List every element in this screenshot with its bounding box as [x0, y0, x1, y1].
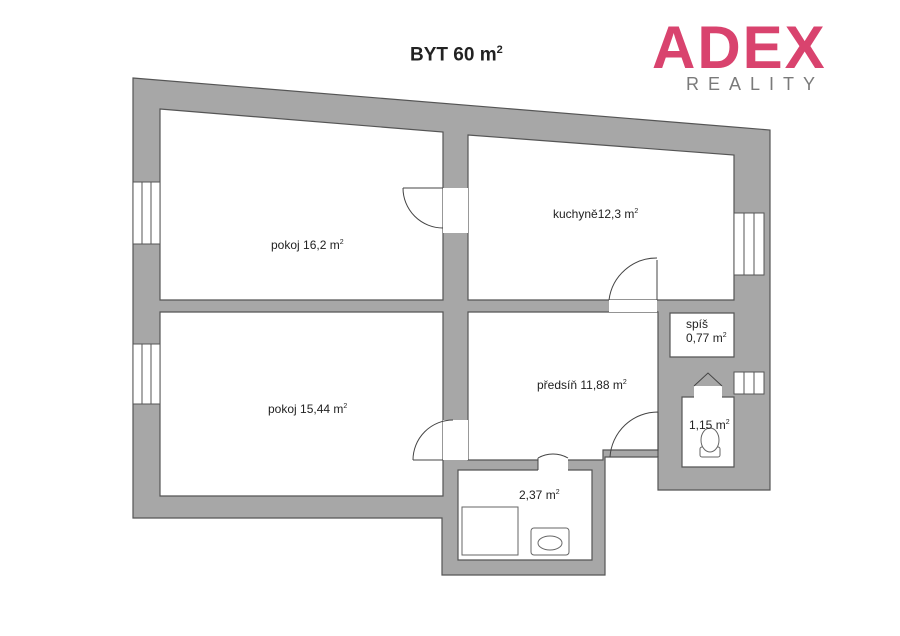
door-gap-room1	[443, 188, 468, 233]
room-kuchyne	[467, 134, 735, 301]
door-gap-bath	[538, 458, 568, 472]
door-gap-wc	[694, 386, 722, 398]
room-label-wc: 1,15 m2	[689, 418, 730, 432]
window-right-kitchen	[733, 212, 765, 276]
room-pokoj-2	[159, 311, 444, 497]
door-swing-entrance	[609, 411, 659, 458]
adex-logo: ADEX	[652, 14, 827, 81]
room-label-bath: 2,37 m2	[519, 488, 560, 502]
room-label-pokoj-2: pokoj 15,44 m2	[268, 402, 348, 416]
door-gap-kitchen	[609, 300, 657, 312]
room-label-pokoj-1: pokoj 16,2 m2	[271, 238, 344, 252]
window-left-lower	[132, 343, 161, 405]
bathtub	[461, 506, 519, 556]
window-right-small	[733, 371, 765, 395]
door-swing-room2	[412, 419, 454, 461]
room-label-spis-area: 0,77 m2	[686, 331, 727, 345]
adex-logo-subtitle: REALITY	[686, 74, 825, 94]
room-label-kuchyne: kuchyně12,3 m2	[553, 207, 639, 221]
door-swing-kitchen	[608, 257, 658, 301]
room-label-predsin: předsíň 11,88 m2	[537, 378, 627, 392]
door-gap-room2	[443, 420, 468, 460]
window-left-upper	[132, 181, 161, 245]
plan-title: BYT 60 m2	[410, 44, 503, 66]
toilet-bowl	[700, 427, 720, 453]
door-swing-wc	[693, 372, 723, 387]
room-label-spis-name: spíš	[686, 317, 709, 331]
door-swing-bath	[537, 453, 569, 470]
room-pokoj-1	[159, 108, 444, 301]
door-swing-room1	[402, 187, 444, 229]
room-spis	[669, 312, 735, 358]
